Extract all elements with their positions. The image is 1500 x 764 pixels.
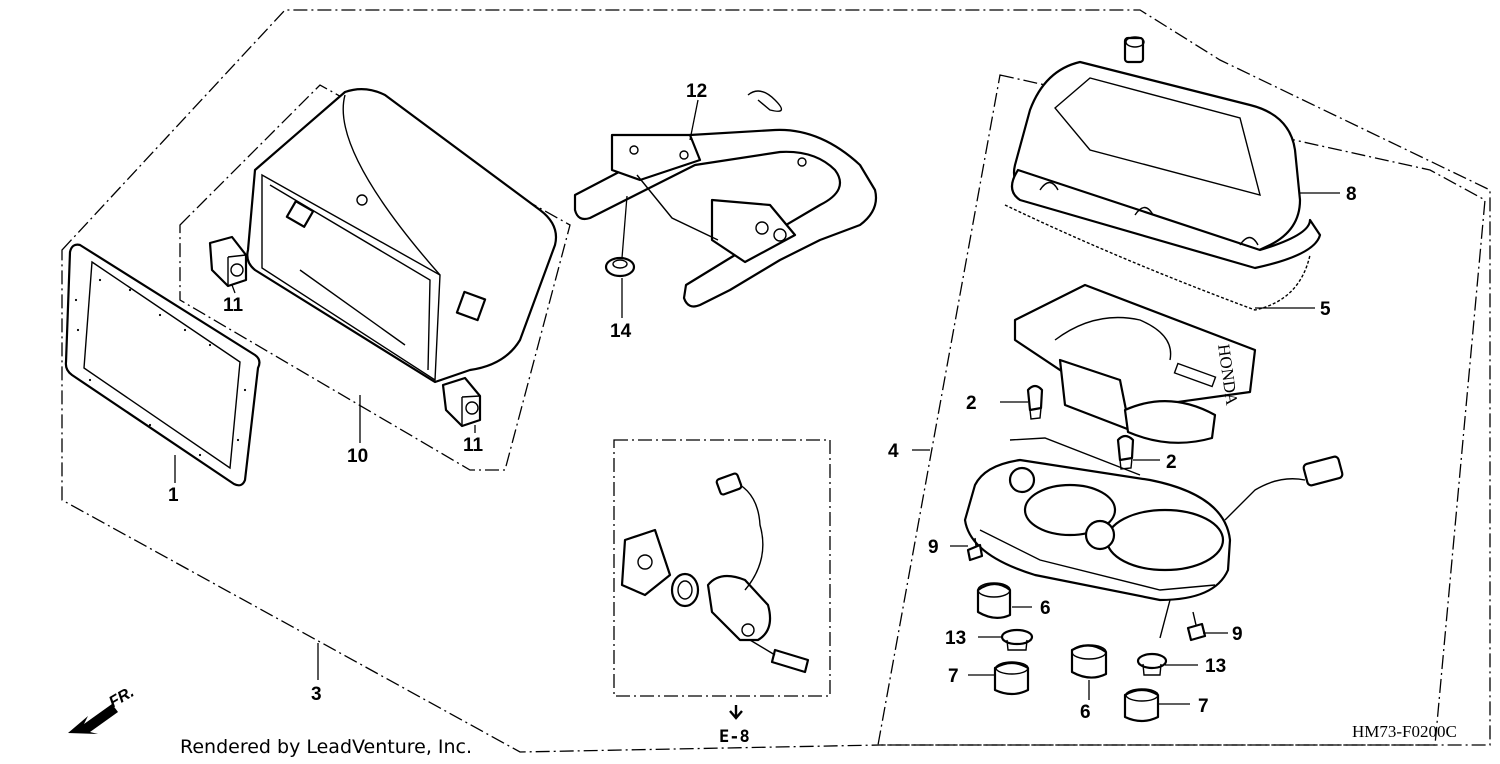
leader-lines bbox=[174, 99, 1340, 705]
clip-part-lower bbox=[441, 376, 482, 428]
washer-part-right bbox=[1136, 652, 1168, 676]
cushion-part-right bbox=[1123, 688, 1160, 723]
callout-9-right: 9 bbox=[1232, 624, 1243, 645]
callout-8: 8 bbox=[1346, 184, 1357, 205]
callout-10: 10 bbox=[347, 446, 368, 467]
screw-part-right bbox=[1186, 611, 1207, 642]
callout-6-lower: 6 bbox=[1080, 702, 1091, 723]
figure-code: HM73-F0200C bbox=[1352, 722, 1457, 741]
meter-face-part: HONDA bbox=[1013, 283, 1257, 444]
cushion-part-left bbox=[993, 661, 1030, 696]
grommet-nut-part bbox=[604, 195, 636, 278]
callout-9-left: 9 bbox=[928, 537, 939, 558]
meter-lower-case-part bbox=[963, 437, 1344, 639]
callout-12: 12 bbox=[686, 81, 707, 102]
callout-2-upper: 2 bbox=[966, 393, 977, 414]
callout-2-lower: 2 bbox=[1166, 452, 1177, 473]
reference-label: E-8 bbox=[719, 727, 750, 747]
grommet-part-lower bbox=[1070, 644, 1108, 679]
callout-14: 14 bbox=[610, 321, 632, 342]
callout-7-left: 7 bbox=[948, 666, 959, 687]
bulb-part-lower bbox=[1116, 434, 1135, 470]
callout-13-left: 13 bbox=[945, 628, 966, 649]
headlight-case-part bbox=[246, 88, 558, 384]
callout-11-upper: 11 bbox=[223, 295, 244, 316]
callout-7-right: 7 bbox=[1198, 696, 1209, 717]
clip-part-upper bbox=[208, 235, 248, 288]
wiring-inset-outline bbox=[613, 439, 831, 697]
callout-5: 5 bbox=[1320, 299, 1331, 320]
callout-4: 4 bbox=[888, 441, 899, 462]
washer-part-left bbox=[1000, 628, 1034, 651]
assembly-4-outline bbox=[877, 74, 1486, 746]
meter-stay-part bbox=[573, 90, 878, 308]
callout-11-lower: 11 bbox=[463, 435, 484, 456]
callout-1: 1 bbox=[168, 485, 179, 506]
credit-text: Rendered by LeadVenture, Inc. bbox=[180, 736, 472, 758]
down-arrow-icon bbox=[729, 705, 743, 720]
callout-6-upper: 6 bbox=[1040, 598, 1051, 619]
callout-labels: 1 2 2 3 4 5 6 6 7 7 8 9 9 10 11 11 12 13… bbox=[168, 81, 1357, 723]
screw-part-left bbox=[966, 537, 984, 562]
assembly-10-outline bbox=[179, 84, 571, 471]
reference-e8: E-8 bbox=[719, 705, 750, 747]
front-direction-indicator: FR. bbox=[68, 684, 137, 734]
grommet-part-upper bbox=[976, 582, 1012, 619]
rim-gasket-part bbox=[64, 243, 261, 487]
assembly-3-outline bbox=[61, 9, 1491, 753]
meter-case-part bbox=[1004, 36, 1322, 311]
wiring-harness-inset bbox=[620, 472, 810, 674]
bulb-part-upper bbox=[1026, 384, 1044, 420]
callout-3: 3 bbox=[311, 684, 322, 705]
front-arrow-icon bbox=[68, 704, 118, 734]
callout-13-right: 13 bbox=[1205, 656, 1226, 677]
